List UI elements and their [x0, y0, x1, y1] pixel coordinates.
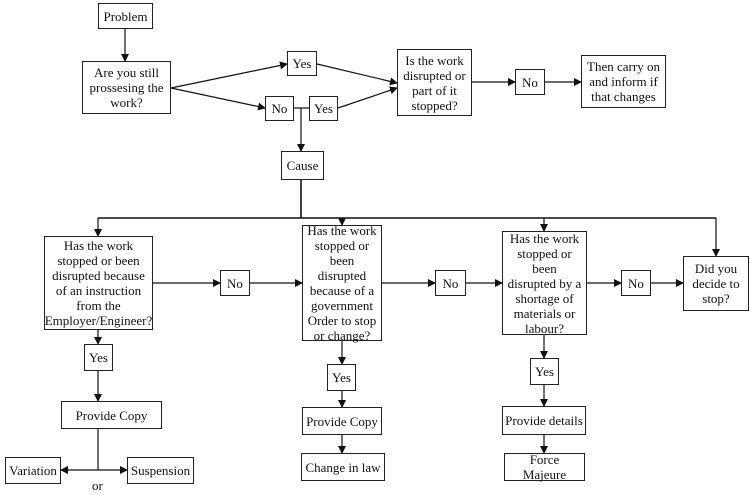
variation-box: Variation — [5, 457, 61, 484]
arrow-question-to-no-mid — [170, 87, 266, 111]
yes-2-box: Yes — [327, 364, 356, 391]
problem-box: Problem — [98, 3, 153, 29]
no-3-box: No — [621, 270, 651, 296]
yes-mid-box: Yes — [309, 96, 338, 121]
no-2-box: No — [435, 270, 466, 296]
still-processing-question-box: Are you still prossesing the work? — [82, 61, 171, 114]
change-in-law-box: Change in law — [301, 453, 385, 481]
shortage-question-box: Has the work stopped or been disrupted b… — [502, 231, 587, 336]
government-question-box: Has the work stopped or been disrupted b… — [302, 223, 382, 343]
no-1-box: No — [220, 270, 250, 296]
no-mid-box: No — [265, 96, 294, 121]
decide-question-box: Did you decide to stop? — [683, 256, 749, 311]
no-top-box: No — [515, 69, 545, 95]
carry-on-box: Then carry on and inform if that changes — [581, 55, 666, 108]
yes-1-box: Yes — [84, 344, 113, 371]
or-label: or — [92, 478, 103, 493]
yes-3-box: Yes — [530, 358, 559, 385]
cause-box: Cause — [281, 151, 324, 180]
force-majeure-box: Force Majeure — [504, 452, 585, 482]
suspension-box: Suspension — [127, 457, 194, 484]
provide-copy-1-box: Provide Copy — [61, 401, 162, 429]
arrow-question-to-yes-top — [170, 61, 288, 89]
provide-details-box: Provide details — [502, 406, 586, 435]
yes-top-box: Yes — [287, 51, 317, 76]
arrow-yes-mid-to-disrupted — [337, 86, 398, 109]
arrow-yes-top-to-disrupted — [316, 63, 398, 86]
provide-copy-2-box: Provide Copy — [302, 407, 382, 435]
instruction-question-box: Has the work stopped or been disrupted b… — [44, 236, 153, 330]
disrupted-question-box: Is the work disrupted or part of it stop… — [397, 49, 472, 116]
